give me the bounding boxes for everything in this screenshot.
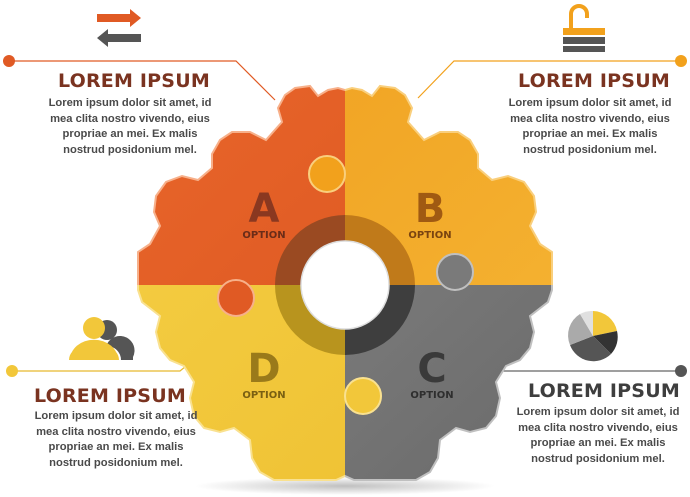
ring-b bbox=[345, 215, 415, 285]
people-icon bbox=[69, 317, 135, 360]
panel-d-line: Lorem ipsum dolor sit amet, id bbox=[34, 410, 198, 422]
swap-arrows-icon bbox=[97, 9, 141, 47]
ring-d bbox=[275, 285, 345, 355]
padlock-open-icon bbox=[563, 4, 605, 52]
panel-c-body: Lorem ipsum dolor sit amet, id mea clita… bbox=[478, 405, 690, 467]
option-d: OPTION bbox=[242, 390, 285, 401]
leader-dot-b bbox=[675, 55, 687, 67]
ring-c bbox=[345, 285, 415, 355]
letter-a: A bbox=[249, 186, 280, 232]
leader-dot-a bbox=[3, 55, 15, 67]
option-c: OPTION bbox=[410, 390, 453, 401]
panel-d-title: LOREM IPSUM bbox=[34, 385, 186, 407]
panel-c-line: mea clita nostro vivendo, eius bbox=[518, 421, 678, 434]
ring-a bbox=[275, 215, 345, 285]
panel-d-line: nostrud posidonium mel. bbox=[49, 456, 183, 469]
panel-b-line: Lorem ipsum dolor sit amet, id bbox=[508, 97, 672, 109]
panel-c-line: nostrud posidonium mel. bbox=[531, 452, 665, 465]
leader-dot-d bbox=[6, 365, 18, 377]
puzzle-tab-b bbox=[436, 253, 474, 291]
leader-line-a bbox=[10, 60, 276, 101]
panel-d-body: Lorem ipsum dolor sit amet, id mea clita… bbox=[0, 409, 234, 471]
panel-a-line: nostrud posidonium mel. bbox=[63, 143, 197, 156]
panel-d-line: propriae an mei. Ex malis bbox=[48, 441, 184, 453]
option-a: OPTION bbox=[242, 230, 285, 241]
letter-c: C bbox=[417, 346, 446, 392]
center-ring bbox=[275, 215, 415, 355]
panel-d-line: mea clita nostro vivendo, eius bbox=[36, 425, 196, 438]
gear-shadow bbox=[195, 477, 495, 495]
panel-b-line: propriae an mei. Ex malis bbox=[522, 128, 658, 140]
leader-line-b bbox=[417, 60, 680, 99]
panel-c-line: Lorem ipsum dolor sit amet, id bbox=[516, 406, 680, 418]
panel-c-title: LOREM IPSUM bbox=[528, 380, 680, 402]
panel-c-line: propriae an mei. Ex malis bbox=[530, 437, 666, 449]
panel-b-title: LOREM IPSUM bbox=[518, 70, 670, 92]
letter-d: D bbox=[247, 346, 280, 392]
panel-b-line: nostrud posidonium mel. bbox=[523, 143, 657, 156]
letter-b: B bbox=[415, 186, 446, 232]
leader-dot-c bbox=[675, 365, 687, 377]
puzzle-tab-d bbox=[217, 279, 255, 317]
panel-a-line: mea clita nostro vivendo, eius bbox=[50, 112, 210, 125]
puzzle-tab-a bbox=[308, 155, 346, 193]
pie-chart-icon bbox=[568, 310, 618, 362]
center-hole bbox=[300, 240, 390, 330]
panel-b-line: mea clita nostro vivendo, eius bbox=[510, 112, 670, 125]
panel-a-title: LOREM IPSUM bbox=[58, 70, 210, 92]
panel-a-line: Lorem ipsum dolor sit amet, id bbox=[48, 97, 212, 109]
option-b: OPTION bbox=[408, 230, 451, 241]
panel-a-line: propriae an mei. Ex malis bbox=[62, 128, 198, 140]
puzzle-tab-c bbox=[344, 377, 382, 415]
panel-a-body: Lorem ipsum dolor sit amet, id mea clita… bbox=[20, 96, 240, 158]
panel-b-body: Lorem ipsum dolor sit amet, id mea clita… bbox=[480, 96, 690, 158]
